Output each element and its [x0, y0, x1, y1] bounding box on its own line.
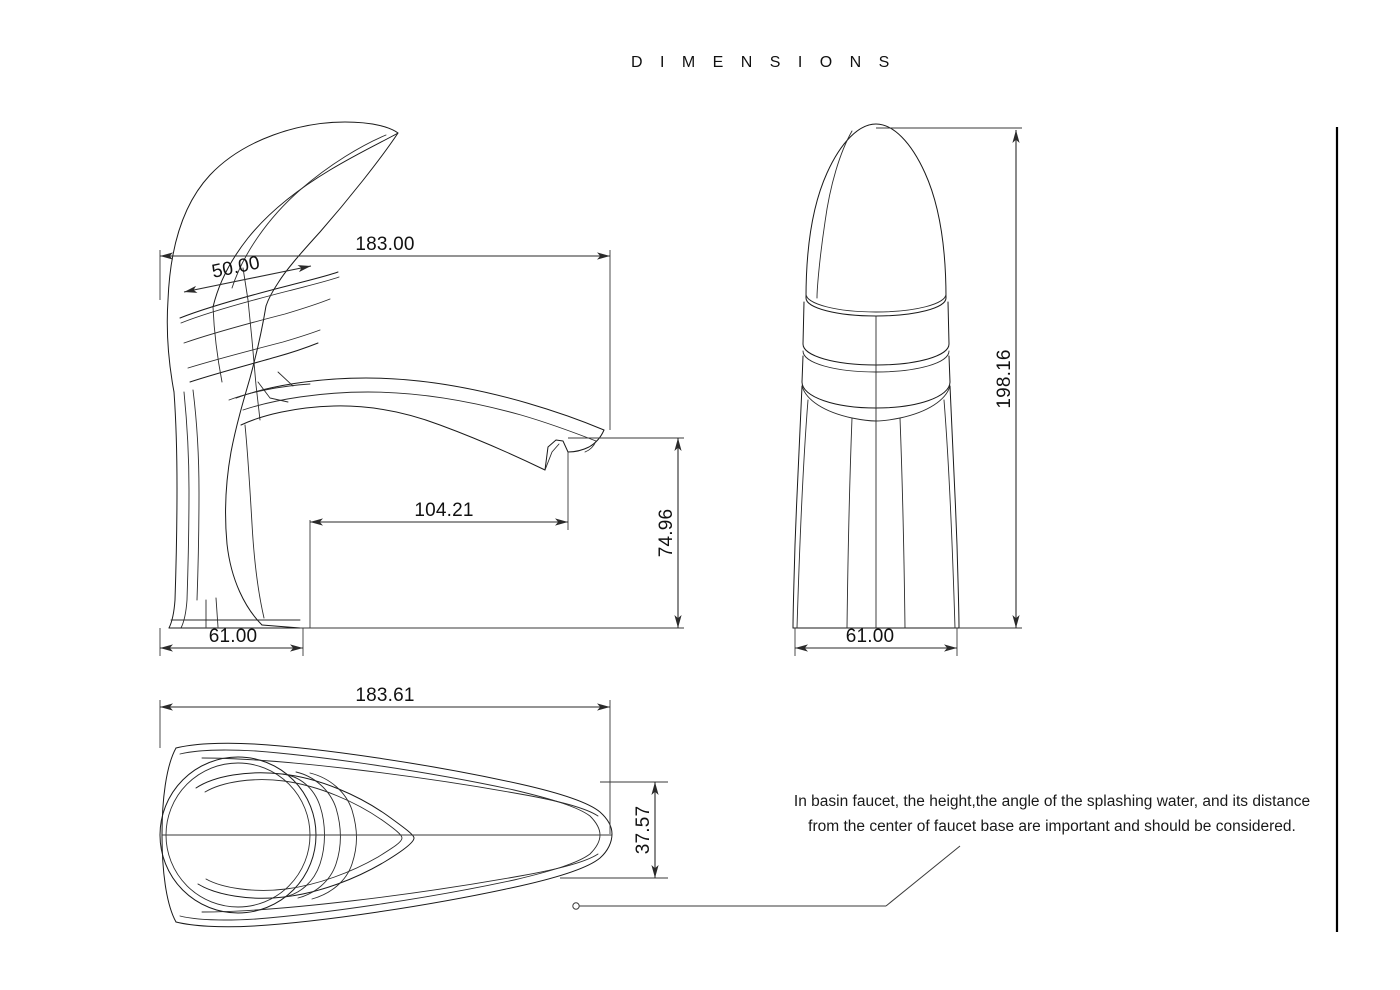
- dimension-50-00: 50.00: [183, 252, 312, 293]
- dimension-label-183-61: 183.61: [355, 685, 414, 706]
- annotation-line-1: In basin faucet, the height,the angle of…: [794, 793, 1310, 810]
- dimension-label-61-00-front: 61.00: [846, 626, 895, 647]
- top-plan-view: [159, 742, 613, 928]
- side-elevation-view: [166, 121, 605, 629]
- dimension-74-96: 74.96: [300, 437, 684, 629]
- dimension-183-61: 183.61: [159, 685, 611, 834]
- dimension-label-37-57: 37.57: [633, 806, 654, 855]
- dimension-183-00: 183.00: [159, 234, 611, 430]
- dimension-label-198-16: 198.16: [994, 349, 1015, 408]
- dimension-label-183-00: 183.00: [355, 234, 414, 255]
- dimension-61-00-front: 61.00: [794, 626, 958, 656]
- front-elevation-view: [792, 123, 960, 629]
- dimension-37-57: 37.57: [560, 781, 668, 879]
- dimension-label-50-00: 50.00: [210, 252, 262, 282]
- dimension-label-61-00-side: 61.00: [209, 626, 258, 647]
- dimension-104-21: 104.21: [309, 452, 569, 628]
- page-title: D I M E N S I O N S: [631, 54, 896, 71]
- dimension-label-74-96: 74.96: [656, 509, 677, 558]
- dimension-label-104-21: 104.21: [414, 500, 473, 521]
- annotation-leader: [572, 845, 961, 910]
- annotation-line-2: from the center of faucet base are impor…: [808, 818, 1296, 835]
- dimension-198-16: 198.16: [876, 127, 1022, 629]
- dimension-61-00-side: 61.00: [159, 626, 304, 656]
